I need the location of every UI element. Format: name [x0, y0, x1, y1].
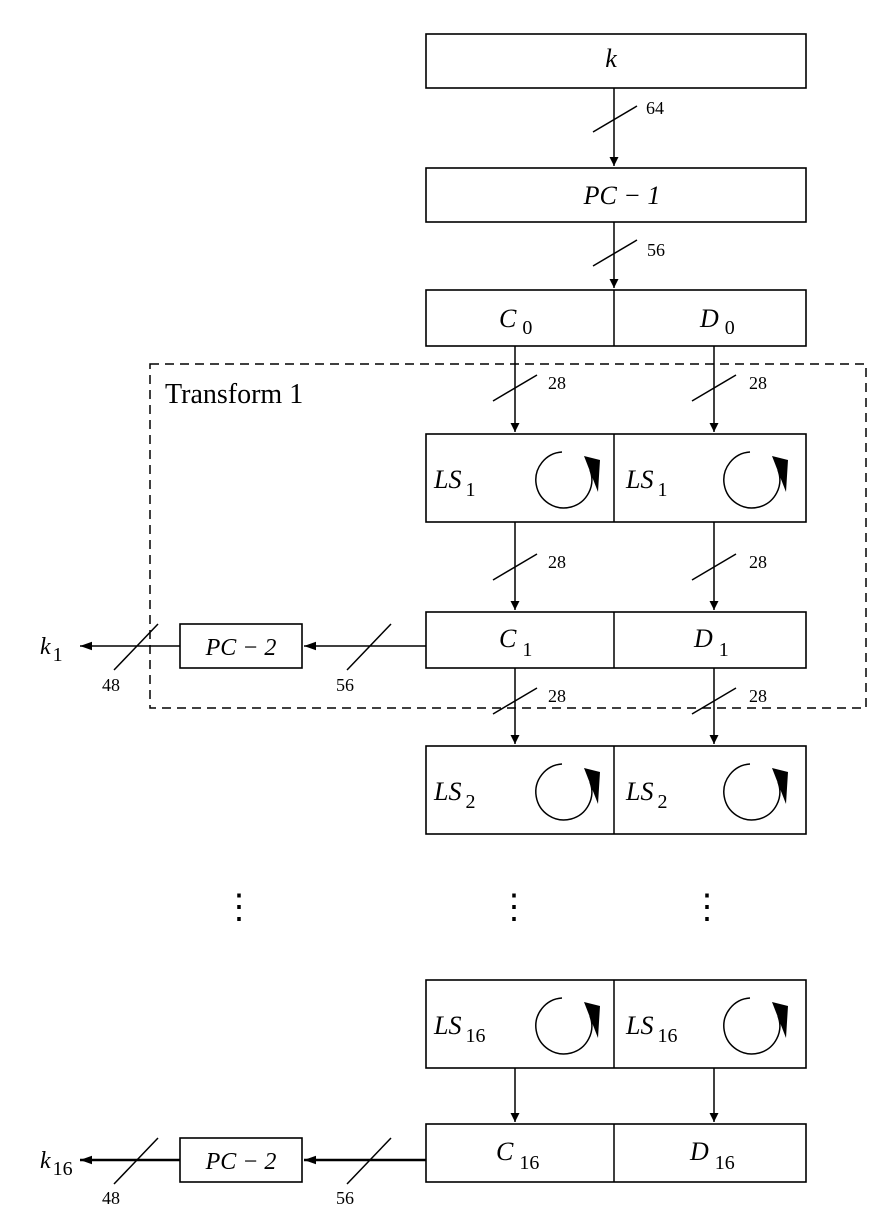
key-box: [425, 33, 807, 89]
width-tick-48-b: [113, 1137, 159, 1185]
width-tick-28-ls1c: [492, 553, 538, 581]
ellipsis-middle: ⋮: [497, 889, 531, 926]
width-tick-56-pc2b: [346, 1137, 392, 1185]
ellipsis-left: ⋮: [222, 889, 256, 926]
width-tick-48-a: [113, 623, 159, 671]
transform-region: [149, 363, 867, 709]
width-tick-28-c0: [492, 374, 538, 402]
pc1-box: [425, 167, 807, 223]
width-tick-64: [592, 105, 638, 133]
rotate-left-icon-ls16-c: [535, 997, 593, 1055]
pc2-label-1: PC − 2: [205, 635, 277, 661]
rotate-arrowhead-ls2-c: [584, 768, 600, 804]
width-tick-28-ls1d: [691, 553, 737, 581]
width-label-48-b: 48: [102, 1188, 120, 1208]
rotate-left-icon-ls16-d: [723, 997, 781, 1055]
c0-d0-box: [425, 289, 807, 347]
width-tick-56-pc2a: [346, 623, 392, 671]
width-tick-28-d0: [691, 374, 737, 402]
width-tick-56: [592, 239, 638, 267]
width-label-56-pc2a: 56: [336, 675, 354, 695]
rotate-left-icon-ls2-c: [535, 763, 593, 821]
rotate-left-icon-ls1-d: [723, 451, 781, 509]
pc2-box-16: [179, 1137, 303, 1183]
rotate-arrowhead-ls1-c: [584, 456, 600, 492]
rotate-left-icon-ls1-c: [535, 451, 593, 509]
rotate-arrowhead-ls2-d: [772, 768, 788, 804]
width-label-28-ls1c: 28: [548, 552, 566, 572]
transform-label: Transform 1: [165, 379, 303, 410]
width-label-56: 56: [647, 240, 665, 260]
pc2-box-1: [179, 623, 303, 669]
c1-d1-box: [425, 611, 807, 669]
rotate-arrowhead-ls16-c: [584, 1002, 600, 1038]
width-label-56-pc2b: 56: [336, 1188, 354, 1208]
c16-d16-box: [425, 1123, 807, 1183]
ls1-box: [425, 433, 807, 523]
ls16-box: [425, 979, 807, 1069]
pc1-label: PC − 1: [583, 181, 661, 210]
width-label-64: 64: [646, 98, 664, 118]
ellipsis-right: ⋮: [690, 889, 724, 926]
rotate-arrowhead-ls16-d: [772, 1002, 788, 1038]
key-label: k: [605, 44, 617, 73]
width-label-28-d1: 28: [749, 686, 767, 706]
width-tick-28-d1: [691, 687, 737, 715]
width-label-28-c1: 28: [548, 686, 566, 706]
width-label-48-a: 48: [102, 675, 120, 695]
width-tick-28-c1: [492, 687, 538, 715]
width-label-28-c0: 28: [548, 373, 566, 393]
width-label-28-ls1d: 28: [749, 552, 767, 572]
rotate-arrowhead-ls1-d: [772, 456, 788, 492]
rotate-left-icon-ls2-d: [723, 763, 781, 821]
ls2-box: [425, 745, 807, 835]
pc2-label-16: PC − 2: [205, 1149, 277, 1175]
width-label-28-d0: 28: [749, 373, 767, 393]
